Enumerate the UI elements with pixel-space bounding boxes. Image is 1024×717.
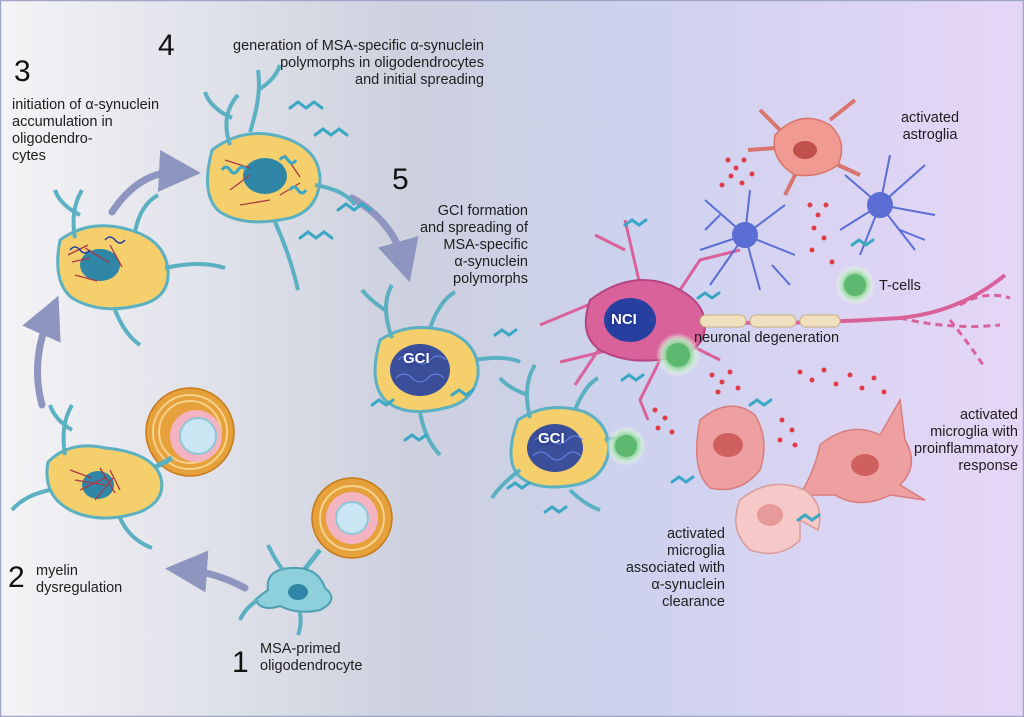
alpha-synuclein-fibrils bbox=[288, 100, 875, 522]
step-number-2: 2 bbox=[8, 561, 25, 594]
microglia-proinflammatory-1 bbox=[695, 405, 765, 491]
myelin-sheath-1 bbox=[311, 477, 393, 559]
step3-oligodendrocyte bbox=[53, 188, 226, 347]
gci-oligodendrocyte-1 bbox=[360, 283, 521, 457]
astrocyte-blue-2 bbox=[839, 154, 936, 256]
step-label-2: myelin dysregulation bbox=[36, 563, 123, 596]
step-label-4: generation of MSA-specific α-synuclein p… bbox=[233, 38, 484, 88]
step-number-3: 3 bbox=[14, 55, 31, 88]
microglia-proinflammatory-label: activated microglia with proinflammatory… bbox=[914, 407, 1018, 474]
nci-label: NCI bbox=[611, 311, 637, 328]
step-number-4: 4 bbox=[158, 29, 175, 62]
step-label-5: GCI formation and spreading of MSA-speci… bbox=[419, 203, 528, 287]
arrow-4-to-5 bbox=[348, 194, 419, 283]
tcells-label: T-cells bbox=[879, 278, 921, 294]
arrow-3-to-4 bbox=[108, 149, 201, 216]
cytokine-dots bbox=[652, 157, 887, 448]
microglia-proinflammatory-2 bbox=[798, 397, 926, 504]
msa-primed-oligodendrocyte bbox=[238, 477, 393, 636]
myelin-sheath-2 bbox=[145, 387, 235, 477]
gci-oligodendrocyte-2 bbox=[490, 363, 641, 512]
arrow-1-to-2 bbox=[165, 550, 249, 593]
step-label-3: initiation of α-synuclein accumulation i… bbox=[12, 97, 160, 164]
astrocyte-pink bbox=[747, 98, 861, 196]
myelin-dysregulation-cell bbox=[10, 387, 235, 550]
neurodegeneration-label: neuronal degeneration bbox=[694, 330, 840, 346]
step-label-1: MSA-primed oligodendrocyte bbox=[260, 641, 363, 674]
step4-oligodendrocyte bbox=[203, 64, 357, 291]
t-cells bbox=[606, 265, 875, 466]
step-number-5: 5 bbox=[392, 163, 409, 196]
astrocyte-blue-1 bbox=[699, 189, 796, 291]
cycle-arrows bbox=[22, 149, 419, 593]
step-number-1: 1 bbox=[232, 646, 249, 679]
astroglia-label: activated astroglia bbox=[900, 110, 960, 143]
gci-label-1: GCI bbox=[403, 350, 430, 367]
microglia-clearance bbox=[735, 483, 821, 555]
microglia-clearance-label: activated microglia associated with α-sy… bbox=[625, 526, 725, 610]
gci-label-2: GCI bbox=[538, 430, 565, 447]
arrow-2-to-3 bbox=[22, 295, 61, 409]
